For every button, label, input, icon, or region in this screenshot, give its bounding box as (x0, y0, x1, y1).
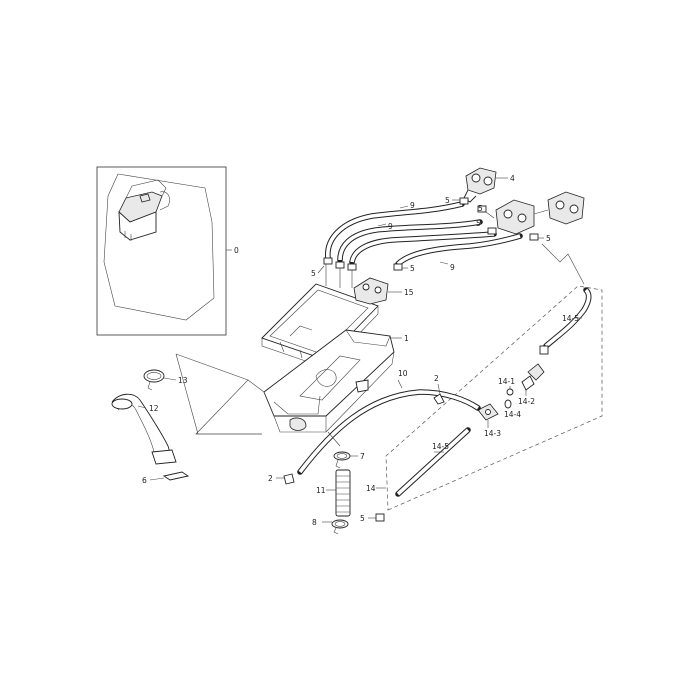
callout-14: 14 (366, 484, 376, 493)
clamp-8: 8 (312, 518, 349, 535)
callout-1: 1 (404, 334, 409, 343)
clamp-5-extra: 5 (0, 0, 5, 2)
callout-9-middle: 9 (388, 222, 393, 231)
callout-14-5-upper: 14-5 (562, 314, 579, 323)
water-valve-4: 4 5 (445, 167, 515, 205)
callout-6: 6 (142, 476, 147, 485)
callout-2-lower: 2 (268, 474, 273, 483)
callout-0: 0 (234, 246, 239, 255)
inset-frame-part-0: 0 (96, 166, 239, 336)
clamp-13: 13 (143, 369, 188, 391)
hose-14-5-lower: 14-5 (395, 427, 471, 497)
connector-14-1: 14-1 (498, 377, 515, 396)
clamp-5-bottom: 5 (360, 513, 385, 523)
dispenser-housing-1: 1 (263, 329, 409, 433)
callout-2-upper: 2 (434, 374, 439, 383)
clip-2-upper: 2 (433, 374, 445, 405)
hose-14-5-upper: 14-5 (539, 287, 592, 355)
callout-5-lower-valve: 5 (476, 219, 481, 228)
callout-14-1: 14-1 (498, 377, 515, 386)
hose-clamps-5-left: 5 5 (311, 257, 415, 288)
callout-14-5-lower: 14-5 (432, 442, 449, 451)
callout-5-upper-valve: 5 (478, 204, 483, 213)
callout-14-2: 14-2 (518, 397, 535, 406)
callout-5-bottom: 5 (360, 514, 365, 523)
callout-5-mid: 5 (410, 264, 415, 273)
callout-14-4: 14-4 (504, 410, 521, 419)
callout-13: 13 (178, 376, 188, 385)
valve-block-15: 15 (353, 277, 414, 305)
bellows-reference-lines (175, 353, 262, 435)
callout-5-left: 5 (311, 269, 316, 278)
callout-15: 15 (404, 288, 414, 297)
clip-6: 6 (142, 471, 190, 485)
callout-10: 10 (398, 369, 408, 378)
callout-5-valve4: 5 (445, 196, 450, 205)
clip-2-lower: 2 (268, 473, 295, 485)
callout-9-top: 9 (410, 201, 415, 210)
connector-14-2: 14-2 (518, 363, 545, 406)
callout-14-3: 14-3 (484, 429, 501, 438)
clamp-5-right: 5 (529, 233, 551, 243)
part-14-dashed-box (385, 285, 603, 511)
valve-to-hose-leader (541, 243, 585, 285)
callout-7: 7 (360, 452, 365, 461)
callout-5-right: 5 (546, 234, 551, 243)
callout-12: 12 (149, 404, 159, 413)
clamp-7: 7 (333, 451, 365, 469)
inlet-hoses-9: 9 9 9 (325, 201, 523, 272)
drain-bellows-11: 11 (316, 469, 351, 517)
callout-11: 11 (316, 486, 326, 495)
bellows-hose-12: 12 (111, 393, 177, 465)
callout-4: 4 (510, 174, 515, 183)
callout-9-lower: 9 (450, 263, 455, 272)
drain-hose-10: 10 (297, 369, 481, 475)
callout-8: 8 (312, 518, 317, 527)
connector-14-3: 14-3 (477, 403, 501, 438)
pcb-assembly-icon (118, 179, 170, 241)
connector-14-4: 14-4 (504, 399, 521, 419)
multi-valve-assembly: 5 5 (476, 191, 585, 235)
